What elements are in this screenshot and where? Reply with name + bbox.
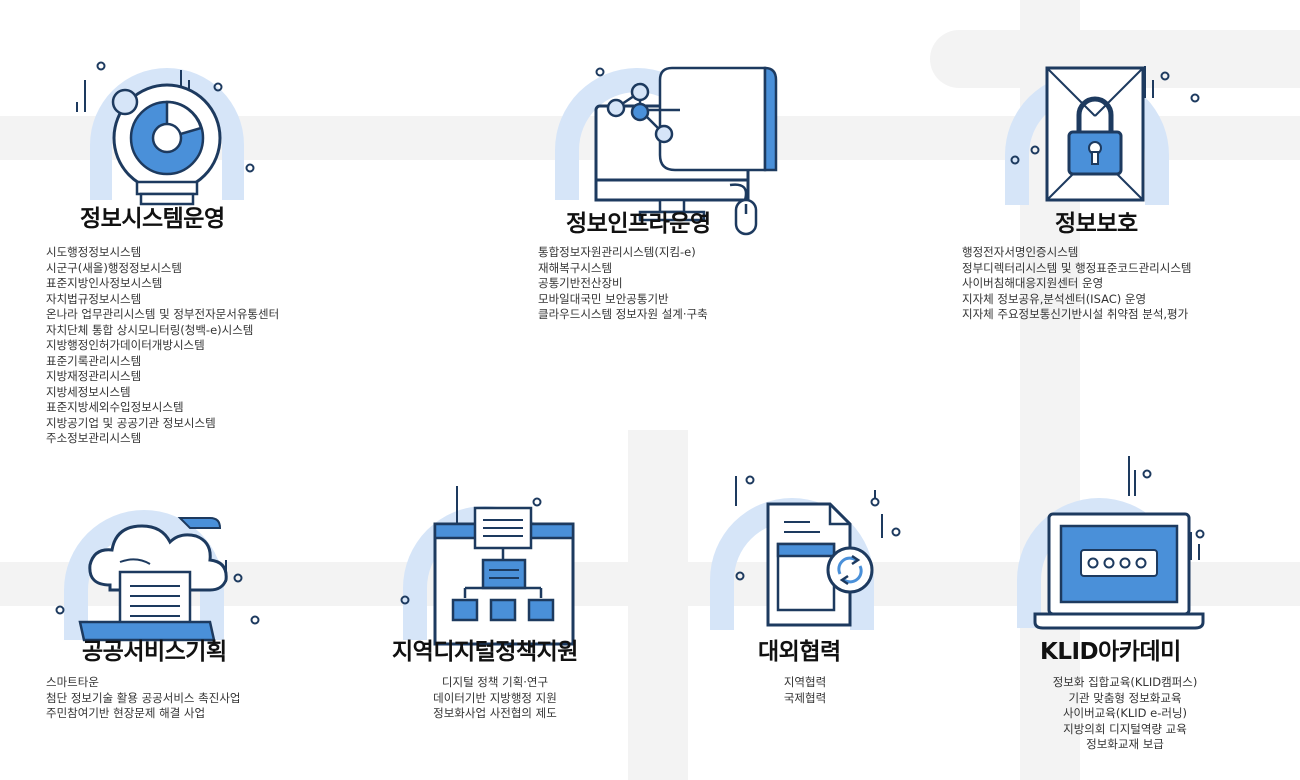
card-item-list: 디지털 정책 기획·연구 데이터기반 지방행정 지원 정보화사업 사전협의 제도	[390, 675, 600, 722]
document-sync-icon	[710, 475, 901, 630]
list-item: 자치법규정보시스템	[46, 291, 142, 306]
list-item: 재해복구시스템	[538, 260, 613, 275]
list-item: 클라우드시스템 정보자원 설계·구축	[538, 307, 708, 321]
card-item-list: 지역협력 국제협력	[730, 675, 880, 706]
list-item: 정부디렉터리시스템 및 행정표준코드관리시스템	[962, 260, 1192, 275]
card-title: 정보인프라운영	[566, 211, 711, 237]
list-item: 첨단 정보기술 활용 공공서비스 촉진사업	[46, 690, 241, 705]
list-item: 표준지방인사정보시스템	[46, 276, 163, 290]
lightbulb-chart-icon	[76, 61, 255, 206]
list-item: 표준기록관리시스템	[46, 353, 142, 368]
list-item: 지역협력	[783, 675, 827, 689]
card-item-list: 시도행정정보시스템 시군구(새올)행정정보시스템 표준지방인사정보시스템 자치법…	[46, 245, 279, 447]
list-item: 기관 맞춤형 정보화교육	[1068, 690, 1182, 705]
list-item: 행정전자서명인증시스템	[962, 245, 1079, 259]
list-item: 주소정보관리시스템	[46, 431, 142, 445]
card-item-list: 스마트타운 첨단 정보기술 활용 공공서비스 촉진사업 주민참여기반 현장문제 …	[46, 675, 240, 722]
list-item: 자치단체 통합 상시모니터링(청백-e)시스템	[46, 322, 254, 337]
list-item: 지자체 정보공유,분석센터(ISAC) 운영	[962, 291, 1147, 306]
service-card-digital-policy[interactable]: 지역디지털정책지원 디지털 정책 기획·연구 데이터기반 지방행정 지원 정보화…	[360, 470, 630, 770]
card-title: KLID아카데미	[1040, 639, 1181, 665]
service-card-public-service[interactable]: 공공서비스기획 스마트타운 첨단 정보기술 활용 공공서비스 촉진사업 주민참여…	[0, 470, 340, 770]
laptop-icon	[1017, 456, 1205, 630]
service-card-external-cooperation[interactable]: 대외협력 지역협력 국제협력	[690, 470, 930, 770]
list-item: 시도행정정보시스템	[46, 245, 142, 259]
cloud-document-icon	[55, 510, 260, 642]
card-title: 공공서비스기획	[82, 639, 227, 665]
list-item: 시군구(새올)행정정보시스템	[46, 260, 182, 275]
list-item: 디지털 정책 기획·연구	[441, 675, 549, 689]
list-item: 스마트타운	[46, 675, 99, 689]
card-title: 정보시스템운영	[80, 206, 225, 232]
service-card-info-system[interactable]: 정보시스템운영 시도행정정보시스템 시군구(새올)행정정보시스템 표준지방인사정…	[0, 0, 420, 470]
card-item-list: 정보화 집합교육(KLID캠퍼스) 기관 맞춤형 정보화교육 사이버교육(KLI…	[990, 675, 1260, 753]
list-item: 지자체 주요정보통신기반시설 취약점 분석,평가	[962, 307, 1189, 321]
list-item: 모바일대국민 보안공통기반	[538, 291, 669, 306]
list-item: 온나라 업무관리시스템 및 정부전자문서유통센터	[46, 307, 280, 321]
list-item: 공통기반전산장비	[538, 276, 623, 290]
list-item: 주민참여기반 현장문제 해결 사업	[46, 706, 206, 720]
list-item: 표준지방세외수입정보시스템	[46, 400, 184, 414]
sitemap-window-icon	[400, 486, 575, 646]
list-item: 지방재정관리시스템	[46, 369, 142, 383]
card-title: 대외협력	[758, 639, 841, 665]
list-item: 데이터기반 지방행정 지원	[433, 690, 557, 705]
list-item: 국제협력	[783, 690, 827, 705]
card-title: 지역디지털정책지원	[392, 639, 578, 665]
list-item: 정보화 집합교육(KLID캠퍼스)	[1052, 675, 1198, 689]
list-item: 사이버침해대응지원센터 운영	[962, 276, 1104, 290]
list-item: 지방의회 디지털역량 교육	[1063, 721, 1187, 736]
card-title: 정보보호	[1055, 211, 1138, 237]
list-item: 지방행정인허가데이터개방시스템	[46, 338, 205, 352]
card-item-list: 행정전자서명인증시스템 정부디렉터리시스템 및 행정표준코드관리시스템 사이버침…	[962, 245, 1192, 323]
computer-network-icon	[555, 66, 778, 236]
padlock-icon	[1005, 66, 1200, 205]
list-item: 정보화교재 보급	[1086, 737, 1164, 751]
service-card-info-security[interactable]: 정보보호 행정전자서명인증시스템 정부디렉터리시스템 및 행정표준코드관리시스템…	[940, 0, 1300, 340]
list-item: 통합정보자원관리시스템(지킴-e)	[538, 245, 696, 259]
list-item: 정보화사업 사전협의 제도	[433, 706, 557, 720]
card-item-list: 통합정보자원관리시스템(지킴-e) 재해복구시스템 공통기반전산장비 모바일대국…	[538, 245, 708, 323]
list-item: 지방세정보시스템	[46, 384, 131, 399]
list-item: 사이버교육(KLID e-러닝)	[1062, 706, 1188, 720]
service-card-klid-academy[interactable]: KLID아카데미 정보화 집합교육(KLID캠퍼스) 기관 맞춤형 정보화교육 …	[990, 450, 1300, 770]
list-item: 지방공기업 및 공공기관 정보시스템	[46, 415, 216, 430]
service-card-info-infra[interactable]: 정보인프라운영 통합정보자원관리시스템(지킴-e) 재해복구시스템 공통기반전산…	[500, 0, 820, 340]
